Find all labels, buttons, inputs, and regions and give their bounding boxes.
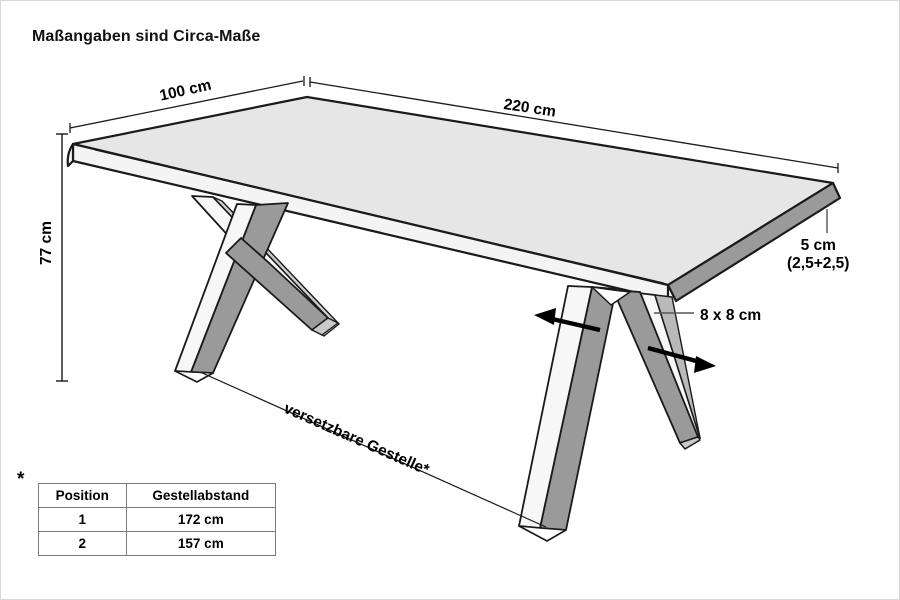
tabletop-left-corner-facet [66,142,75,168]
page-title: Maßangaben sind Circa-Maße [32,28,261,45]
footnote-asterisk: * [17,469,25,490]
table-row: 2 157 cm [38,531,277,556]
leg-right-strut-back-foot [518,525,567,542]
spec-table: Position Gestellabstand 1 172 cm 2 157 c… [38,483,277,556]
table-cell-position: 2 [38,531,127,556]
tabletop-right-edge [666,181,842,303]
table-cell-position: 1 [38,507,127,532]
dim-line-length-220 [309,81,839,169]
table-cell-distance: 157 cm [125,531,277,556]
leg-left-cross-arm-foot [311,317,339,336]
leg-right-cross-arm-foot [679,436,701,450]
leader-line-movable-frames [199,371,547,528]
leg-frame-right [518,285,701,542]
dimension-label-thickness: 5 cm (2,5+2,5) [787,237,849,274]
thickness-value: 5 cm [800,237,836,254]
dim-line-width-100 [69,80,304,129]
leg-right-strut-front-shadow [654,294,701,439]
table-row: 1 172 cm [38,507,277,532]
dimension-label-height: 77 cm [38,221,55,265]
leg-left-strut-front-foot [174,370,214,383]
table-cell-distance: 172 cm [125,507,277,532]
thickness-detail: (2,5+2,5) [787,255,850,273]
table-header-row: Position Gestellabstand [38,483,277,508]
table-header-position: Position [38,483,127,508]
dimension-label-leg-profile: 8 x 8 cm [700,307,762,324]
arrow-left [534,308,601,333]
tabletop-bevel-line [94,149,665,284]
leg-frame-left [174,195,340,383]
leg-right-top-notch [591,286,631,306]
table-header-gestellabstand: Gestellabstand [125,483,277,508]
arrow-right [647,345,716,373]
